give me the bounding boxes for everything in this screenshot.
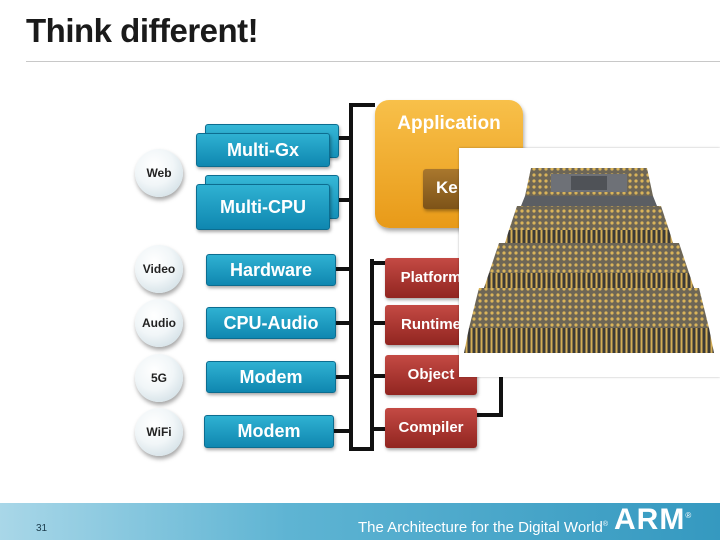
circle-web-label: Web: [146, 166, 172, 180]
footer-tagline: The Architecture for the Digital World®: [358, 519, 608, 536]
object-label: Object: [407, 366, 455, 383]
circle-wifi-label: WiFi: [146, 425, 172, 439]
arm-logo-text: ARM: [614, 503, 686, 536]
circle-web: Web: [135, 149, 183, 197]
bus-stub-modem1: [336, 375, 351, 379]
modem-label-2: Modem: [237, 421, 301, 441]
bus-stub-object: [372, 374, 385, 378]
slide-title: Think different!: [26, 12, 259, 49]
hardware-box: Hardware: [206, 254, 336, 286]
circle-audio: Audio: [135, 299, 183, 347]
bus-vertical-right: [370, 259, 374, 451]
multi-gx-label: Multi-Gx: [227, 140, 299, 160]
compiler-right-connector: [477, 413, 503, 417]
title-rule: [26, 61, 720, 62]
cpu-audio-box: CPU-Audio: [206, 307, 336, 339]
bus-stub-compiler: [372, 427, 385, 431]
hardware-label: Hardware: [229, 260, 313, 280]
arm-logo: ARM®: [614, 503, 692, 537]
circle-video-label: Video: [142, 262, 176, 276]
application-label: Application: [397, 113, 501, 134]
bus-stub-multicpu: [339, 198, 351, 202]
chip-photo: [459, 148, 720, 377]
modem-box-1: Modem: [206, 361, 336, 393]
footer-tagline-mark: ®: [602, 521, 608, 528]
platform-label: Platform: [400, 269, 462, 286]
footer-band: [0, 503, 720, 540]
chip-photo-icon: [464, 168, 714, 353]
compiler-label: Compiler: [398, 419, 464, 436]
bus-vertical-main: [349, 103, 353, 451]
multi-gx-box: Multi-Gx: [196, 133, 330, 167]
multi-cpu-label: Multi-CPU: [220, 197, 306, 217]
bus-stub-runtime: [372, 321, 385, 325]
modem-label-1: Modem: [239, 367, 303, 387]
runtime-label: Runtime: [401, 316, 461, 333]
footer-tagline-text: The Architecture for the Digital World: [358, 519, 603, 536]
compiler-box: Compiler: [385, 408, 477, 448]
bus-stub-platform: [372, 261, 385, 265]
right-vertical-connector: [499, 370, 503, 417]
cpu-audio-label: CPU-Audio: [223, 313, 319, 333]
bus-stub-multigx: [339, 136, 351, 140]
circle-5g: 5G: [135, 354, 183, 402]
page-number: 31: [36, 523, 48, 534]
kernel-label: Ke: [436, 178, 458, 197]
bus-stub-hardware: [336, 267, 351, 271]
circle-audio-label: Audio: [142, 316, 176, 330]
bus-stub-app: [351, 103, 375, 107]
bus-stub-cpuaudio: [336, 321, 351, 325]
circle-5g-label: 5G: [150, 371, 167, 385]
modem-box-2: Modem: [204, 415, 334, 448]
circle-wifi: WiFi: [135, 408, 183, 456]
bus-stub-modem2: [334, 429, 351, 433]
multi-cpu-box: Multi-CPU: [196, 184, 330, 230]
circle-video: Video: [135, 245, 183, 293]
arm-logo-mark: ®: [685, 511, 693, 520]
bus-bottom: [349, 447, 374, 451]
